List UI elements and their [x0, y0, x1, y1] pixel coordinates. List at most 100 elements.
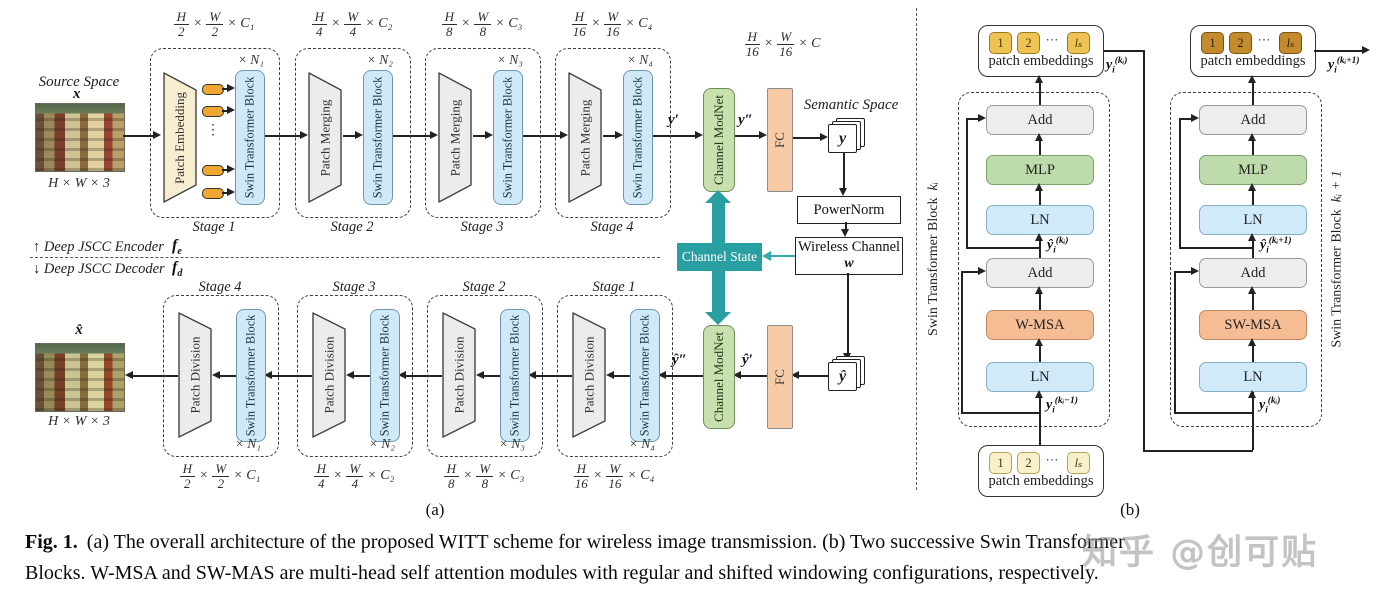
input-label-ki: yi(kᵢ−1): [1046, 396, 1078, 415]
arrowhead: [227, 165, 235, 173]
caption-line-2: Blocks. W-MSA and SW-MAS are multi-head …: [25, 562, 1099, 584]
arrowhead: [1035, 286, 1043, 294]
connector: [734, 135, 759, 137]
output-label-ki: yi(kᵢ): [1106, 56, 1128, 75]
patch-embeddings-label: patch embeddings: [988, 473, 1094, 489]
channel-state-up-arrow: [705, 190, 731, 203]
vertical-ellipsis: ⋮: [206, 123, 220, 138]
patch-embeddings-box-top-left: 1 2 ⋯ lₛ patch embeddings: [978, 25, 1104, 77]
token-capsule: [202, 84, 224, 95]
connector: [1039, 82, 1041, 105]
swin-transformer-block: Swin Transformer Block: [363, 70, 393, 205]
connector: [741, 375, 767, 377]
patch-division-label: Patch Division: [451, 336, 467, 414]
repeat-label: × N₁: [237, 52, 264, 67]
source-space-label: Source Space: [38, 74, 120, 90]
fc-label: FC: [772, 369, 787, 385]
patch-token: 2: [1017, 32, 1040, 54]
patch-embedding-label: Patch Embedding: [172, 91, 188, 184]
connector: [343, 135, 355, 137]
swin-block-label: Swin Transformer Block: [637, 314, 652, 437]
repeat-label: × N₃: [498, 436, 525, 451]
swin-block-label: Swin Transformer Block: [377, 314, 392, 437]
skip-connector: [966, 118, 968, 248]
connector: [1039, 345, 1041, 362]
connector: [1143, 450, 1253, 452]
patch-token: 1: [1201, 32, 1224, 54]
swin-block-label: Swin Transformer Block: [507, 314, 522, 437]
ln-block: LN: [1199, 205, 1307, 235]
patch-embeddings-label: patch embeddings: [988, 53, 1094, 69]
encoder-stage-2: [295, 48, 411, 218]
patch-merging-block: Patch Merging: [308, 72, 342, 203]
skip-connector: [966, 247, 1039, 249]
arrowhead: [398, 371, 406, 379]
arrowhead: [528, 371, 536, 379]
ellipsis: ⋯: [1257, 32, 1271, 47]
decoder-function-label: ↓ Deep JSCC Decoder: [33, 261, 165, 277]
swin-block-ki1-side-label: Swin Transformer Block kᵢ + 1: [1330, 169, 1345, 348]
down-arrow-icon: ↓: [33, 261, 41, 277]
reconstructed-image: [35, 343, 125, 412]
repeat-label: × N₂: [366, 52, 393, 67]
fc-layer-encoder: FC: [767, 88, 793, 192]
connector: [392, 135, 430, 137]
skip-connector: [966, 118, 978, 120]
swin-transformer-block: Swin Transformer Block: [235, 70, 265, 205]
connector: [264, 135, 300, 137]
arrowhead: [841, 229, 849, 237]
patch-division-label: Patch Division: [187, 336, 203, 414]
swin-transformer-block: Swin Transformer Block: [236, 309, 266, 442]
patch-division-block: Patch Division: [572, 312, 606, 438]
ellipsis: ⋯: [1045, 32, 1059, 47]
swin-block-label: Swin Transformer Block: [242, 76, 257, 199]
arrowhead: [606, 371, 614, 379]
mid-label-ki: ŷi(kᵢ): [1047, 236, 1069, 255]
swin-block-label: Swin Transformer Block: [370, 76, 385, 199]
patch-merging-label: Patch Merging: [577, 99, 593, 176]
patch-embedding-block: Patch Embedding: [163, 72, 197, 203]
channel-state-box: Channel State: [677, 243, 762, 271]
patch-token: 1: [989, 452, 1012, 474]
patch-merging-block: Patch Merging: [438, 72, 472, 203]
swin-transformer-block: Swin Transformer Block: [370, 309, 400, 442]
skip-connector: [1179, 118, 1191, 120]
decoder-fn-symbol: fd: [172, 259, 183, 280]
connector: [222, 192, 227, 194]
panel-b-label: (b): [1120, 500, 1140, 519]
connector: [792, 137, 820, 139]
yhat-prime-label: ŷ′: [742, 352, 753, 368]
connector: [220, 375, 236, 377]
channel-modnet-encoder: Channel ModNet: [703, 88, 735, 192]
stage-name: Stage 1: [592, 279, 636, 295]
connector: [354, 375, 370, 377]
connector: [794, 375, 830, 377]
channel-modnet-label: Channel ModNet: [711, 95, 726, 185]
connector: [1039, 293, 1041, 310]
arrowhead: [1362, 46, 1370, 54]
arrowhead: [791, 371, 799, 379]
wireless-channel: Wireless Channel w: [795, 237, 903, 275]
swin-transformer-block: Swin Transformer Block: [630, 309, 660, 442]
skip-connector: [1174, 271, 1191, 273]
connector: [847, 273, 849, 353]
arrowhead: [1035, 183, 1043, 191]
arrowhead: [1035, 233, 1043, 241]
arrowhead: [476, 371, 484, 379]
swin-block-label: Swin Transformer Block: [243, 314, 258, 437]
stage-name: Stage 3: [332, 279, 376, 295]
connector: [1039, 190, 1041, 205]
up-arrow-icon: ↑: [33, 239, 41, 255]
channel-state-label: Channel State: [681, 249, 758, 264]
skip-connector: [1179, 247, 1252, 249]
patch-token: 2: [1017, 452, 1040, 474]
repeat-label: × N₂: [368, 436, 395, 451]
connector: [522, 135, 560, 137]
arrowhead: [658, 371, 666, 379]
skip-connector: [1174, 271, 1176, 413]
